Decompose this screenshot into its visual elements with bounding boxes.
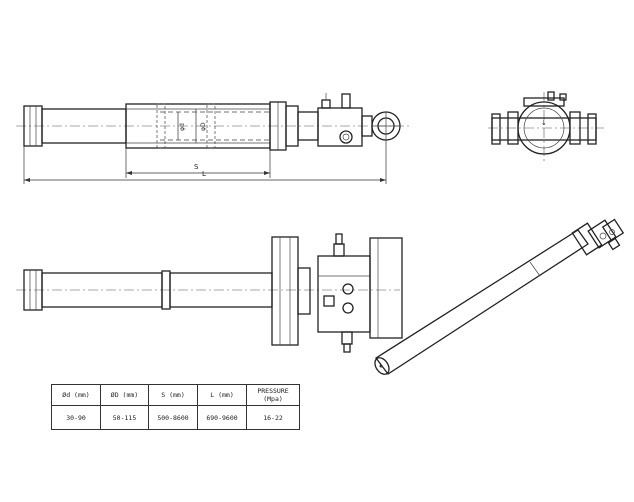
header-big-d: ØD (mm) [100, 384, 149, 406]
header-length: L (mm) [197, 384, 247, 406]
end-view-arrow-mark: ↓ [541, 119, 547, 127]
value-stroke: 500-8600 [148, 405, 198, 430]
value-length: 690-9600 [197, 405, 247, 430]
cylinder-isometric-view [374, 218, 625, 375]
header-pressure: PRESSURE (Mpa) [246, 384, 300, 406]
cylinder-side-view [16, 233, 403, 353]
spec-table: Ød (mm) ØD (mm) S (mm) L (mm) PRESSURE (… [51, 384, 300, 430]
header-small-d: Ød (mm) [51, 384, 101, 406]
length-label: L [202, 170, 206, 178]
value-pressure: 16-22 [246, 405, 300, 430]
small-d-label: φd [179, 123, 186, 131]
cylinder-end-view: ↓ [488, 91, 604, 164]
spec-table-header-row: Ød (mm) ØD (mm) S (mm) L (mm) PRESSURE (… [51, 384, 300, 406]
value-big-d: 50-115 [100, 405, 149, 430]
spec-table-value-row: 30-90 50-115 500-8600 690-9600 16-22 [51, 405, 300, 430]
cylinder-front-view: φd φD S L [16, 93, 412, 184]
big-d-label: φD [200, 122, 207, 131]
header-stroke: S (mm) [148, 384, 198, 406]
value-small-d: 30-90 [51, 405, 101, 430]
stroke-label: S [194, 163, 199, 171]
